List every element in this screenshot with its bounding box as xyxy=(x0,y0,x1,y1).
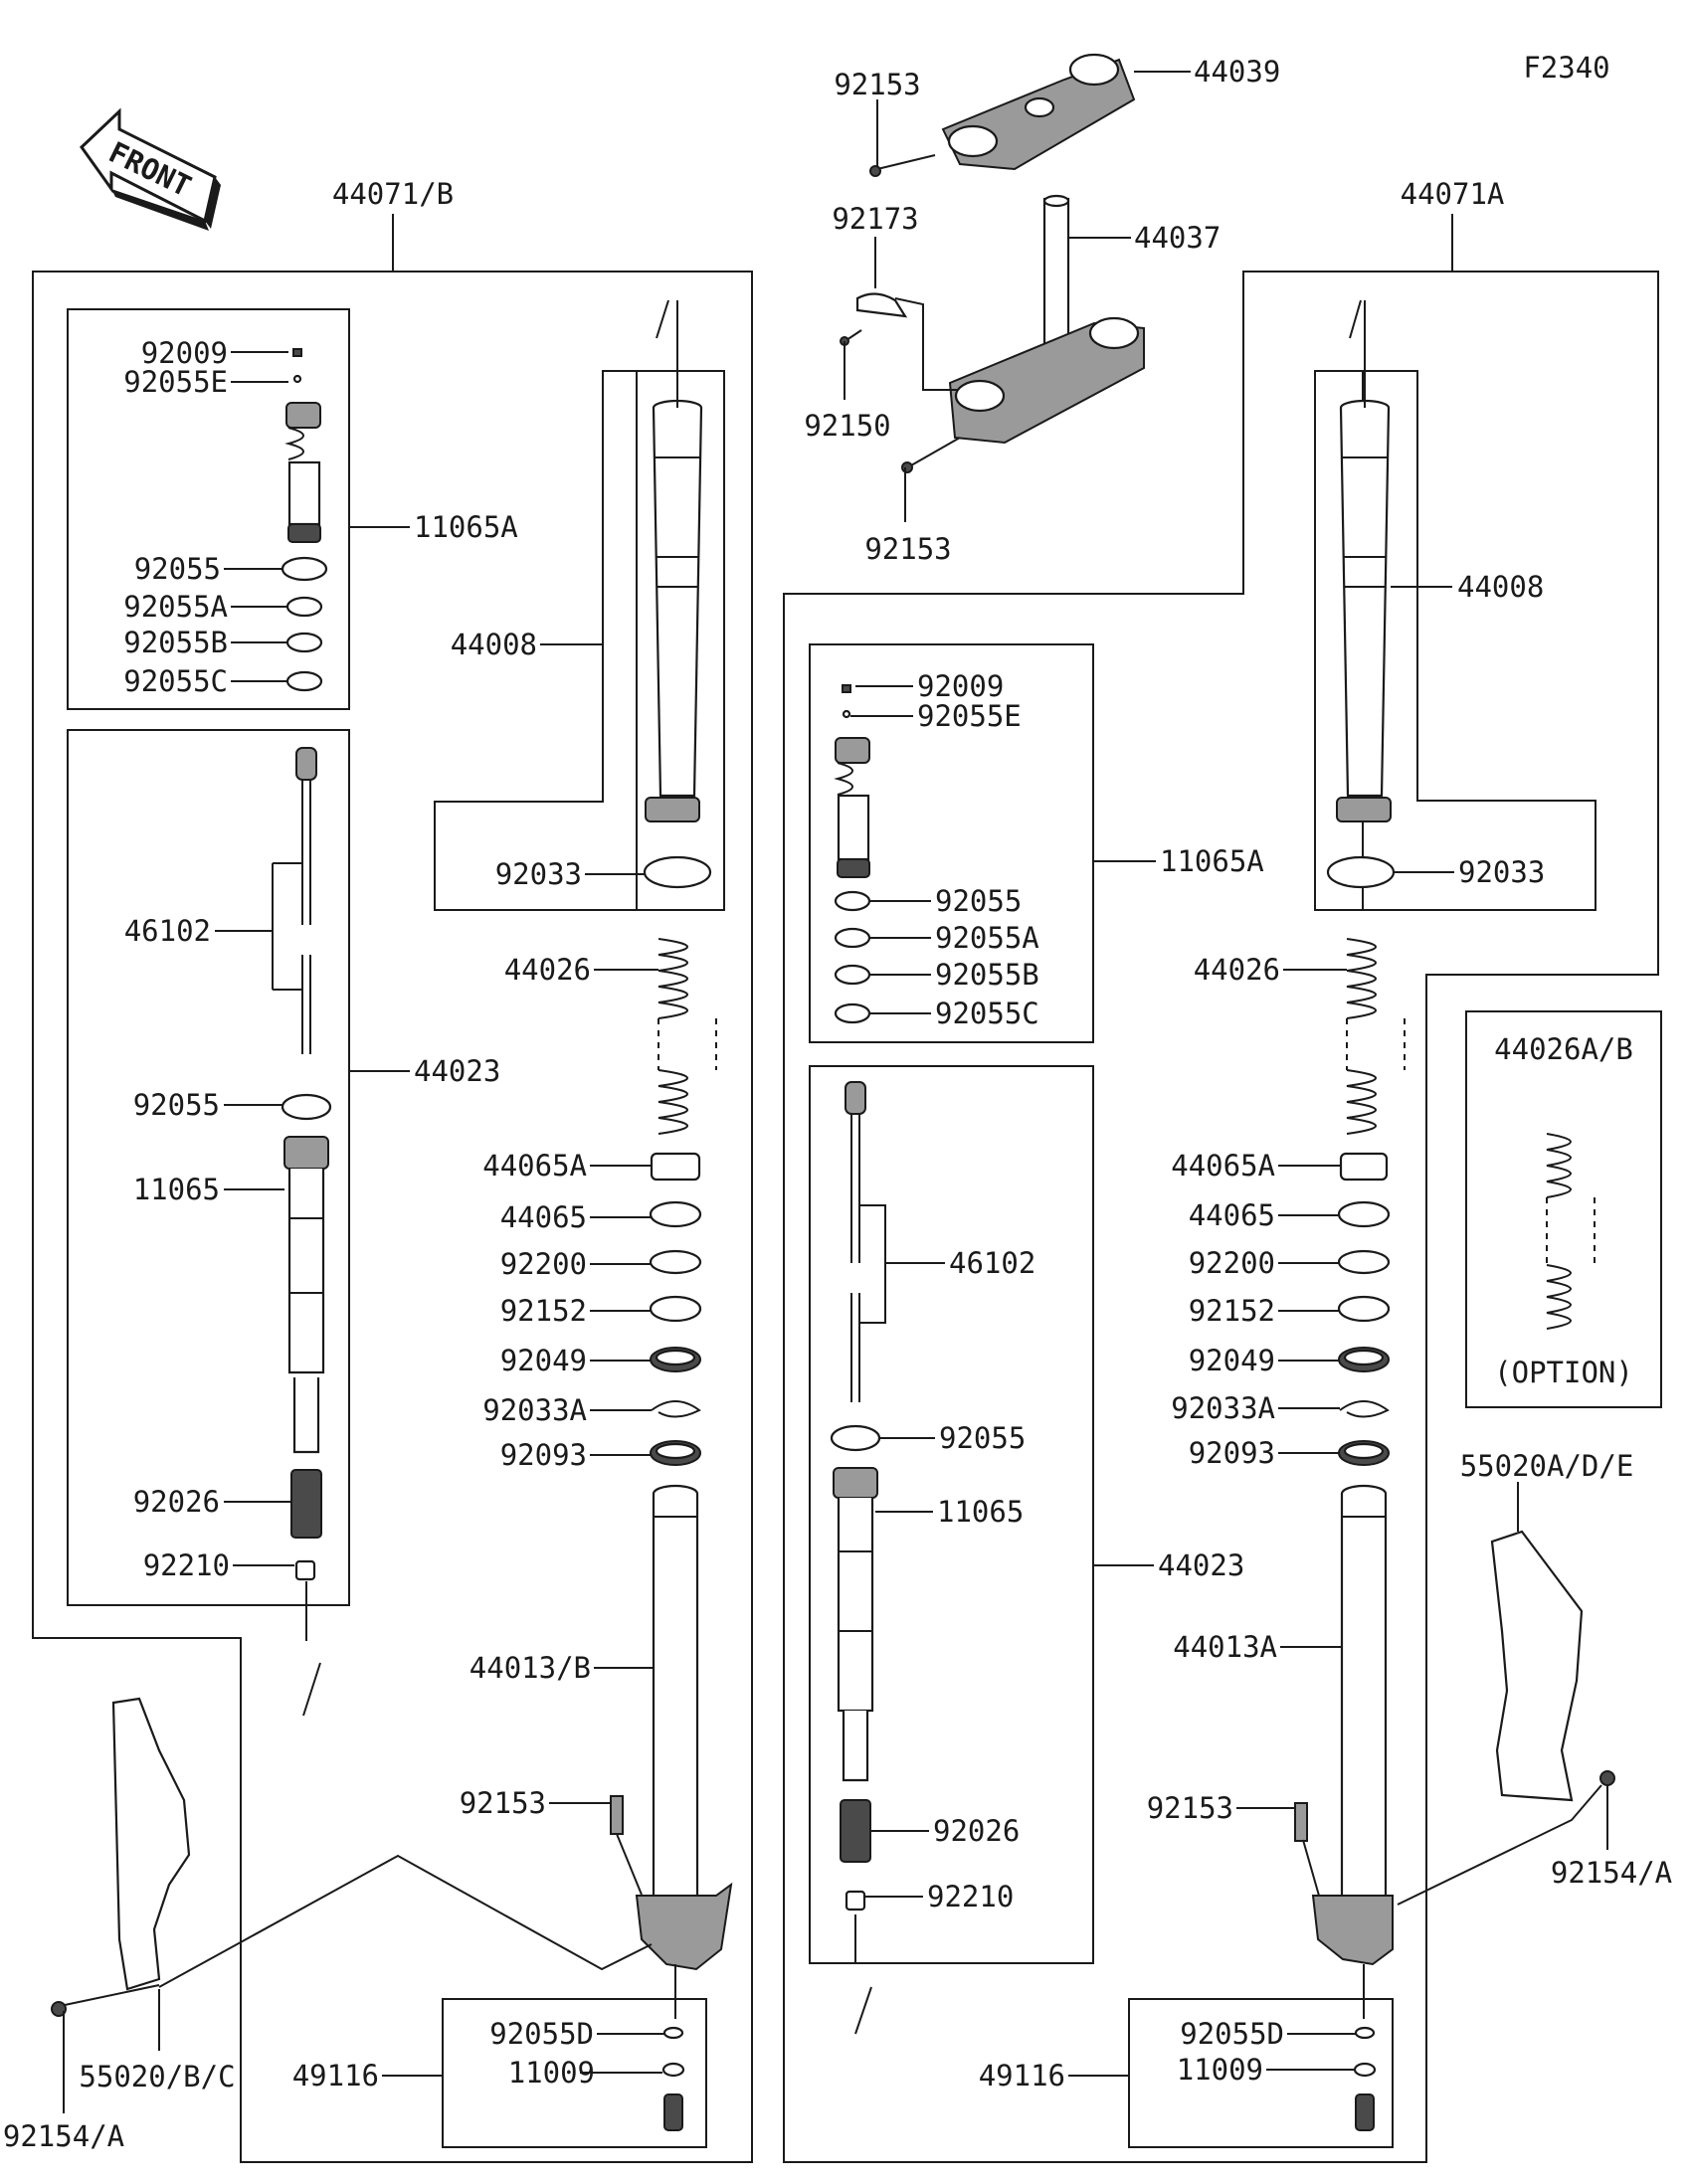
steering-stem xyxy=(948,194,1145,445)
spring-option xyxy=(1546,1133,1596,1330)
callout-c51: 92210 xyxy=(927,1880,1014,1913)
callout-c61: 92093 xyxy=(1189,1436,1275,1470)
callout-c43: 92055A xyxy=(935,921,1039,955)
callout-c32: 92153 xyxy=(834,68,920,101)
leader-lines xyxy=(63,71,1608,2113)
outer-tube-right xyxy=(1326,299,1396,889)
callout-c66: 49116 xyxy=(979,2059,1065,2093)
spring-left xyxy=(658,938,717,1135)
callout-c68: (OPTION) xyxy=(1494,1356,1633,1389)
callout-c65: 11009 xyxy=(1177,2053,1263,2087)
callout-c44: 92055B xyxy=(935,958,1039,992)
callout-c19: 44065 xyxy=(500,1200,587,1234)
right-fork-frame xyxy=(783,214,1662,2163)
callout-c26: 92153 xyxy=(460,1786,546,1820)
callout-c03: 92055E xyxy=(123,365,228,399)
callout-c29: 49116 xyxy=(292,2059,379,2093)
callout-c62: 44013A xyxy=(1173,1630,1277,1664)
callout-c31: 92154/A xyxy=(3,2119,124,2153)
callout-c21: 92152 xyxy=(500,1294,587,1328)
callout-c63: 92153 xyxy=(1147,1791,1233,1825)
callout-c53: 92033 xyxy=(1458,855,1545,889)
callout-c14: 92210 xyxy=(143,1548,230,1582)
callout-c06: 92055A xyxy=(123,590,228,624)
callout-c59: 92049 xyxy=(1189,1344,1275,1377)
callout-c54: 44026 xyxy=(1194,953,1280,987)
callout-c09: 46102 xyxy=(124,914,211,948)
callout-c30: 55020/B/C xyxy=(79,2060,235,2093)
callout-c46: 46102 xyxy=(949,1246,1035,1280)
callout-c67: 44026A/B xyxy=(1494,1032,1633,1066)
callout-c33: 44039 xyxy=(1194,55,1280,89)
callout-c12: 11065 xyxy=(133,1173,220,1206)
callout-c28: 11009 xyxy=(508,2056,595,2090)
callout-c18: 44065A xyxy=(482,1149,587,1183)
callout-c56: 44065 xyxy=(1189,1198,1275,1232)
fork-guard-left xyxy=(111,1697,191,1991)
damper-right xyxy=(830,1081,881,1911)
callout-c48: 11065 xyxy=(937,1495,1024,1529)
callout-c57: 92200 xyxy=(1189,1246,1275,1280)
callout-c13: 92026 xyxy=(133,1485,220,1519)
cartridge-left xyxy=(281,348,328,692)
callout-c39: 92009 xyxy=(917,669,1004,703)
callout-c02: 92009 xyxy=(141,336,228,370)
cable-clamp xyxy=(855,292,908,318)
inner-tube-right xyxy=(1311,1484,1394,2019)
callout-c38: 44071A xyxy=(1401,177,1505,211)
callout-c47: 92055 xyxy=(939,1421,1026,1455)
spring-right xyxy=(1346,938,1406,1135)
bottom-parts-left xyxy=(661,2026,685,2131)
fork-guard-right xyxy=(1490,1530,1584,1802)
callout-c37: 92153 xyxy=(864,532,951,566)
top-clamp xyxy=(941,53,1136,171)
callout-c50: 92026 xyxy=(933,1814,1020,1848)
callout-c27: 92055D xyxy=(489,2017,594,2051)
bolts xyxy=(51,154,1615,2017)
part-drawings xyxy=(51,53,1615,2131)
callout-c42: 92055 xyxy=(935,884,1022,918)
callout-c64: 92055D xyxy=(1180,2017,1284,2051)
damper-left xyxy=(281,747,332,1581)
callout-c17: 44026 xyxy=(504,953,591,987)
callout-c16: 92033 xyxy=(495,857,582,891)
callout-c49: 44023 xyxy=(1158,1548,1244,1582)
ring-stack-right xyxy=(1337,1152,1391,1466)
callout-c23: 92033A xyxy=(482,1393,587,1427)
front-arrow-icon: FRONT xyxy=(80,107,221,231)
callout-c10: 44023 xyxy=(414,1054,500,1088)
ring-stack-left xyxy=(649,1152,702,1466)
bottom-parts-right xyxy=(1353,2026,1377,2131)
callout-c11: 92055 xyxy=(133,1088,220,1122)
callout-c35: 44037 xyxy=(1134,221,1221,255)
callout-c36: 92150 xyxy=(804,409,890,443)
callout-c01: 44071/B xyxy=(332,177,454,211)
diagram-code: F2340 xyxy=(1523,51,1609,85)
callout-c34: 92173 xyxy=(832,202,918,236)
left-fork-frame xyxy=(32,214,753,2163)
callout-labels: 44071/B9200992055E11065A9205592055A92055… xyxy=(3,55,1672,2153)
callout-c05: 92055 xyxy=(134,552,221,586)
callout-c41: 11065A xyxy=(1160,844,1264,878)
callout-c58: 92152 xyxy=(1189,1294,1275,1328)
callout-c25: 44013/B xyxy=(470,1651,591,1685)
callout-c20: 92200 xyxy=(500,1247,587,1281)
callout-c52: 44008 xyxy=(1457,570,1544,604)
callout-c69: 55020A/D/E xyxy=(1460,1449,1634,1483)
outer-tube-left xyxy=(643,299,712,889)
callout-c22: 92049 xyxy=(500,1344,587,1377)
callout-c60: 92033A xyxy=(1171,1391,1275,1425)
cartridge-right xyxy=(834,684,871,1024)
callout-c70: 92154/A xyxy=(1551,1856,1672,1890)
callout-c45: 92055C xyxy=(935,997,1039,1030)
callout-c40: 92055E xyxy=(917,699,1022,733)
callout-c15: 44008 xyxy=(451,628,537,661)
callout-c55: 44065A xyxy=(1171,1149,1275,1183)
callout-c24: 92093 xyxy=(500,1438,587,1472)
inner-tube-left xyxy=(635,1484,733,2019)
callout-c07: 92055B xyxy=(123,626,228,659)
callout-c04: 11065A xyxy=(414,510,518,544)
callout-c08: 92055C xyxy=(123,664,228,698)
